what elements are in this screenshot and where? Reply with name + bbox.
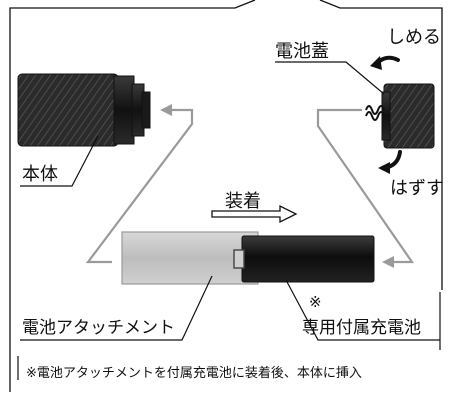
- outline-arrow-right-icon: [211, 204, 298, 224]
- leader-lines: [17, 61, 441, 380]
- label-rechargeable-battery: 専用付属充電池: [302, 318, 421, 338]
- label-tighten: しめる: [387, 27, 441, 48]
- label-asterisk: ※: [309, 293, 322, 311]
- frame-border: [9, 0, 443, 392]
- rechargeable-battery-illustration: [233, 235, 375, 283]
- label-battery-attachment: 電池アタッチメント: [22, 318, 175, 338]
- curved-arrow-loosen-icon: [378, 150, 402, 174]
- flow-arrow-right: [316, 108, 415, 264]
- curved-arrow-tighten-icon: [370, 55, 400, 70]
- footnote: ※電池アタッチメントを付属充電池に装着後、本体に挿入: [26, 366, 362, 381]
- flow-arrowhead-right: [382, 256, 394, 268]
- main-body-illustration: [17, 73, 151, 147]
- label-battery-cap: 電池蓋: [275, 41, 329, 62]
- spring-icon: [365, 105, 385, 121]
- battery-cap-illustration: [381, 83, 435, 149]
- label-attach: 装着: [225, 191, 261, 212]
- label-remove: はずす: [390, 178, 444, 199]
- label-main-body: 本体: [22, 164, 58, 185]
- flow-arrow-left: [85, 108, 194, 264]
- flow-arrowhead-left: [160, 104, 172, 116]
